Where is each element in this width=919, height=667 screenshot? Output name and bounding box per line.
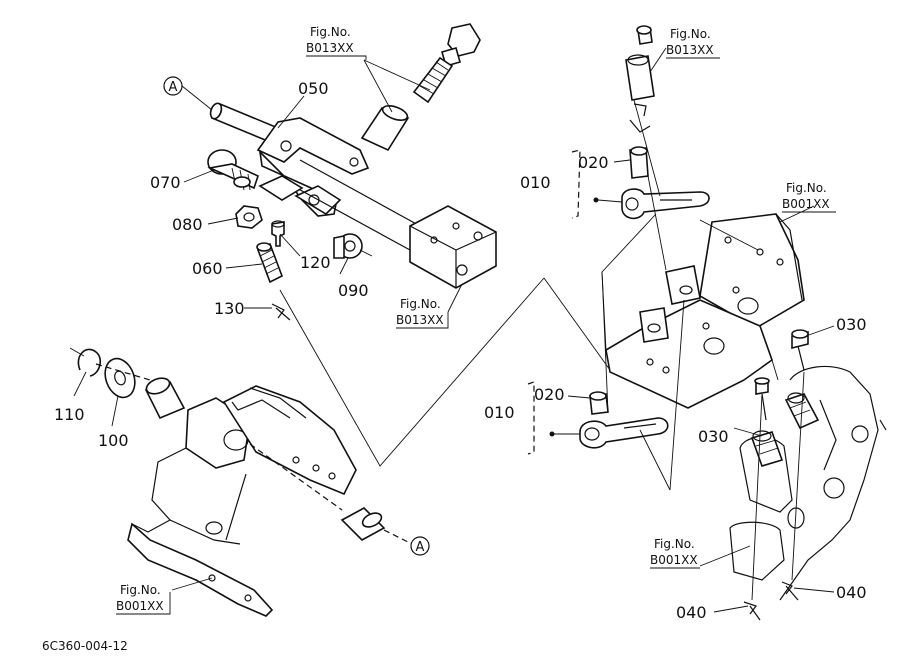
svg-text:B013XX: B013XX xyxy=(396,313,444,327)
cotter-pin-130 xyxy=(271,303,291,321)
label-040-right: 040 xyxy=(836,583,867,602)
cotter-pin-040-right xyxy=(781,581,799,601)
fig-ref-b001-lower-left: Fig.No. B001XX xyxy=(116,583,171,615)
label-010-lower: 010 xyxy=(484,403,515,422)
svg-text:B013XX: B013XX xyxy=(666,43,714,57)
label-130: 130 xyxy=(214,299,245,318)
pedal-bracket xyxy=(127,385,357,617)
upper-left-assembly xyxy=(181,23,497,321)
label-110: 110 xyxy=(54,405,85,424)
top-fastener xyxy=(625,25,655,133)
lever-010-lower xyxy=(549,391,669,449)
svg-text:B001XX: B001XX xyxy=(650,553,698,567)
svg-text:Fig.No.: Fig.No. xyxy=(120,583,161,597)
svg-text:Fig.No.: Fig.No. xyxy=(786,181,827,195)
bushing-left xyxy=(144,377,186,420)
ref-marker-a-bottom: A xyxy=(410,536,430,556)
connection-lines xyxy=(279,277,611,467)
svg-text:A: A xyxy=(169,80,178,95)
label-030-mid: 030 xyxy=(698,427,729,446)
svg-text:B013XX: B013XX xyxy=(306,41,354,55)
svg-text:A: A xyxy=(416,540,425,555)
label-020-lower: 020 xyxy=(534,385,565,404)
label-020-upper: 020 xyxy=(578,153,609,172)
threaded-rod-060 xyxy=(256,242,284,284)
drawing-code: 6C360-004-12 xyxy=(42,639,128,653)
label-040-left: 040 xyxy=(676,603,707,622)
bushing-090 xyxy=(333,233,373,259)
svg-text:B001XX: B001XX xyxy=(782,197,830,211)
svg-text:B001XX: B001XX xyxy=(116,599,164,613)
pivot-pin-b xyxy=(750,430,784,467)
bracket-plate xyxy=(605,213,805,409)
fig-ref-b001-lower-right: Fig.No. B001XX xyxy=(650,537,700,569)
fig-ref-b001-right: Fig.No. B001XX xyxy=(782,181,836,213)
lever-shaft-050 xyxy=(209,102,497,289)
lever-010-upper xyxy=(593,146,710,220)
cotter-pin-040-left xyxy=(743,601,761,621)
label-030-right: 030 xyxy=(836,315,867,334)
pin-120 xyxy=(271,220,285,247)
sleeve-right xyxy=(340,507,413,545)
svg-text:Fig.No.: Fig.No. xyxy=(654,537,695,551)
fig-ref-b013-top-right: Fig.No. B013XX xyxy=(666,27,720,59)
svg-text:Fig.No.: Fig.No. xyxy=(400,297,441,311)
ball-joint-070 xyxy=(207,149,304,201)
washer-100 xyxy=(104,357,136,399)
bolt-030-b xyxy=(754,377,770,421)
lower-left-assembly xyxy=(69,347,413,617)
svg-text:Fig.No.: Fig.No. xyxy=(310,25,351,39)
threaded-bolt xyxy=(412,23,481,104)
label-070: 070 xyxy=(150,173,181,192)
sleeve xyxy=(360,105,410,152)
fig-ref-b013-top-left: Fig.No. B013XX xyxy=(306,25,367,60)
label-010-upper: 010 xyxy=(520,173,551,192)
label-080: 080 xyxy=(172,215,203,234)
fig-ref-b013-mid: Fig.No. B013XX xyxy=(396,297,449,329)
bolt-030-a xyxy=(791,329,809,371)
label-060: 060 xyxy=(192,259,223,278)
label-090: 090 xyxy=(338,281,369,300)
label-120: 120 xyxy=(300,253,331,272)
snap-ring-110 xyxy=(69,347,102,377)
label-050: 050 xyxy=(298,79,329,98)
svg-text:Fig.No.: Fig.No. xyxy=(670,27,711,41)
nut-080 xyxy=(235,205,263,229)
label-100: 100 xyxy=(98,431,129,450)
ref-marker-a-top: A xyxy=(163,76,183,96)
right-assembly xyxy=(527,25,887,621)
